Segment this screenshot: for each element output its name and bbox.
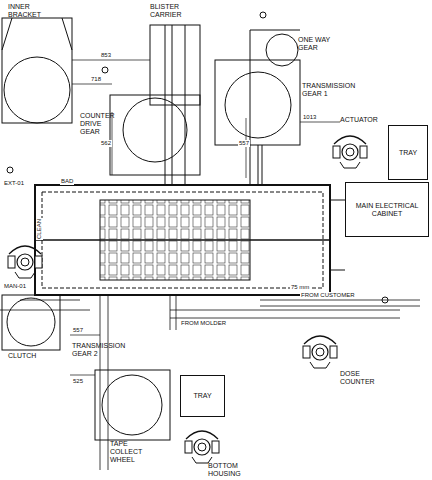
station-name: COUNTER DRIVE GEAR <box>80 112 110 136</box>
station-name: MAIN ELECTRICAL CABINET <box>348 202 426 218</box>
station-name: TRAY <box>399 149 417 157</box>
dimension-label: 525 <box>72 378 84 385</box>
station-name: ONE WAY GEAR <box>298 36 338 52</box>
area-label: FROM CUSTOMER <box>300 292 356 299</box>
dimension-label: 1013 <box>302 114 317 121</box>
station-label: ONE WAY GEAR <box>298 36 338 52</box>
dimension-label: EXT-01 <box>3 180 25 187</box>
equipment-box: MAIN ELECTRICAL CABINET <box>345 182 429 237</box>
dimension-label: 718 <box>90 76 102 83</box>
station-label: COUNTER DRIVE GEAR <box>80 112 110 136</box>
dimension-label: MAN-01 <box>3 283 27 290</box>
station-name: TAPE COLLECT WHEEL <box>110 440 150 464</box>
station-label: TRANSMISSION GEAR 1 <box>302 82 362 98</box>
station-label: DOSE COUNTER <box>340 370 380 386</box>
area-label: CLEAN <box>36 218 43 240</box>
dimension-label: 75 mm <box>290 284 310 291</box>
station-name: TRAY <box>193 392 211 400</box>
equipment-box: TRAY <box>180 375 225 417</box>
station-label: BLISTER CARRIER <box>150 3 190 19</box>
dimension-label: 557 <box>72 327 84 334</box>
area-label: BAD <box>60 178 74 185</box>
station-name: TRANSMISSION GEAR 2 <box>72 342 132 358</box>
station-name: CLUTCH <box>8 352 48 360</box>
station-label: TRANSMISSION GEAR 2 <box>72 342 132 358</box>
station-label: INNER BRACKET <box>8 3 48 19</box>
station-name: BOTTOM HOUSING <box>208 462 258 478</box>
station-label: CLUTCH <box>8 352 48 360</box>
dimension-label: 557 <box>238 140 250 147</box>
dimension-label: 853 <box>100 52 112 59</box>
station-name: DOSE COUNTER <box>340 370 380 386</box>
station-name: BLISTER CARRIER <box>150 3 190 19</box>
equipment-box: TRAY <box>388 125 428 180</box>
station-name: ACTUATOR <box>340 116 385 124</box>
station-label: BOTTOM HOUSING <box>208 462 258 478</box>
dimension-label: 562 <box>100 140 112 147</box>
station-name: INNER BRACKET <box>8 3 48 19</box>
area-label: FROM MOLDER <box>180 320 227 327</box>
station-label: TAPE COLLECT WHEEL <box>110 440 150 464</box>
station-label: ACTUATOR <box>340 116 385 124</box>
station-name: TRANSMISSION GEAR 1 <box>302 82 362 98</box>
